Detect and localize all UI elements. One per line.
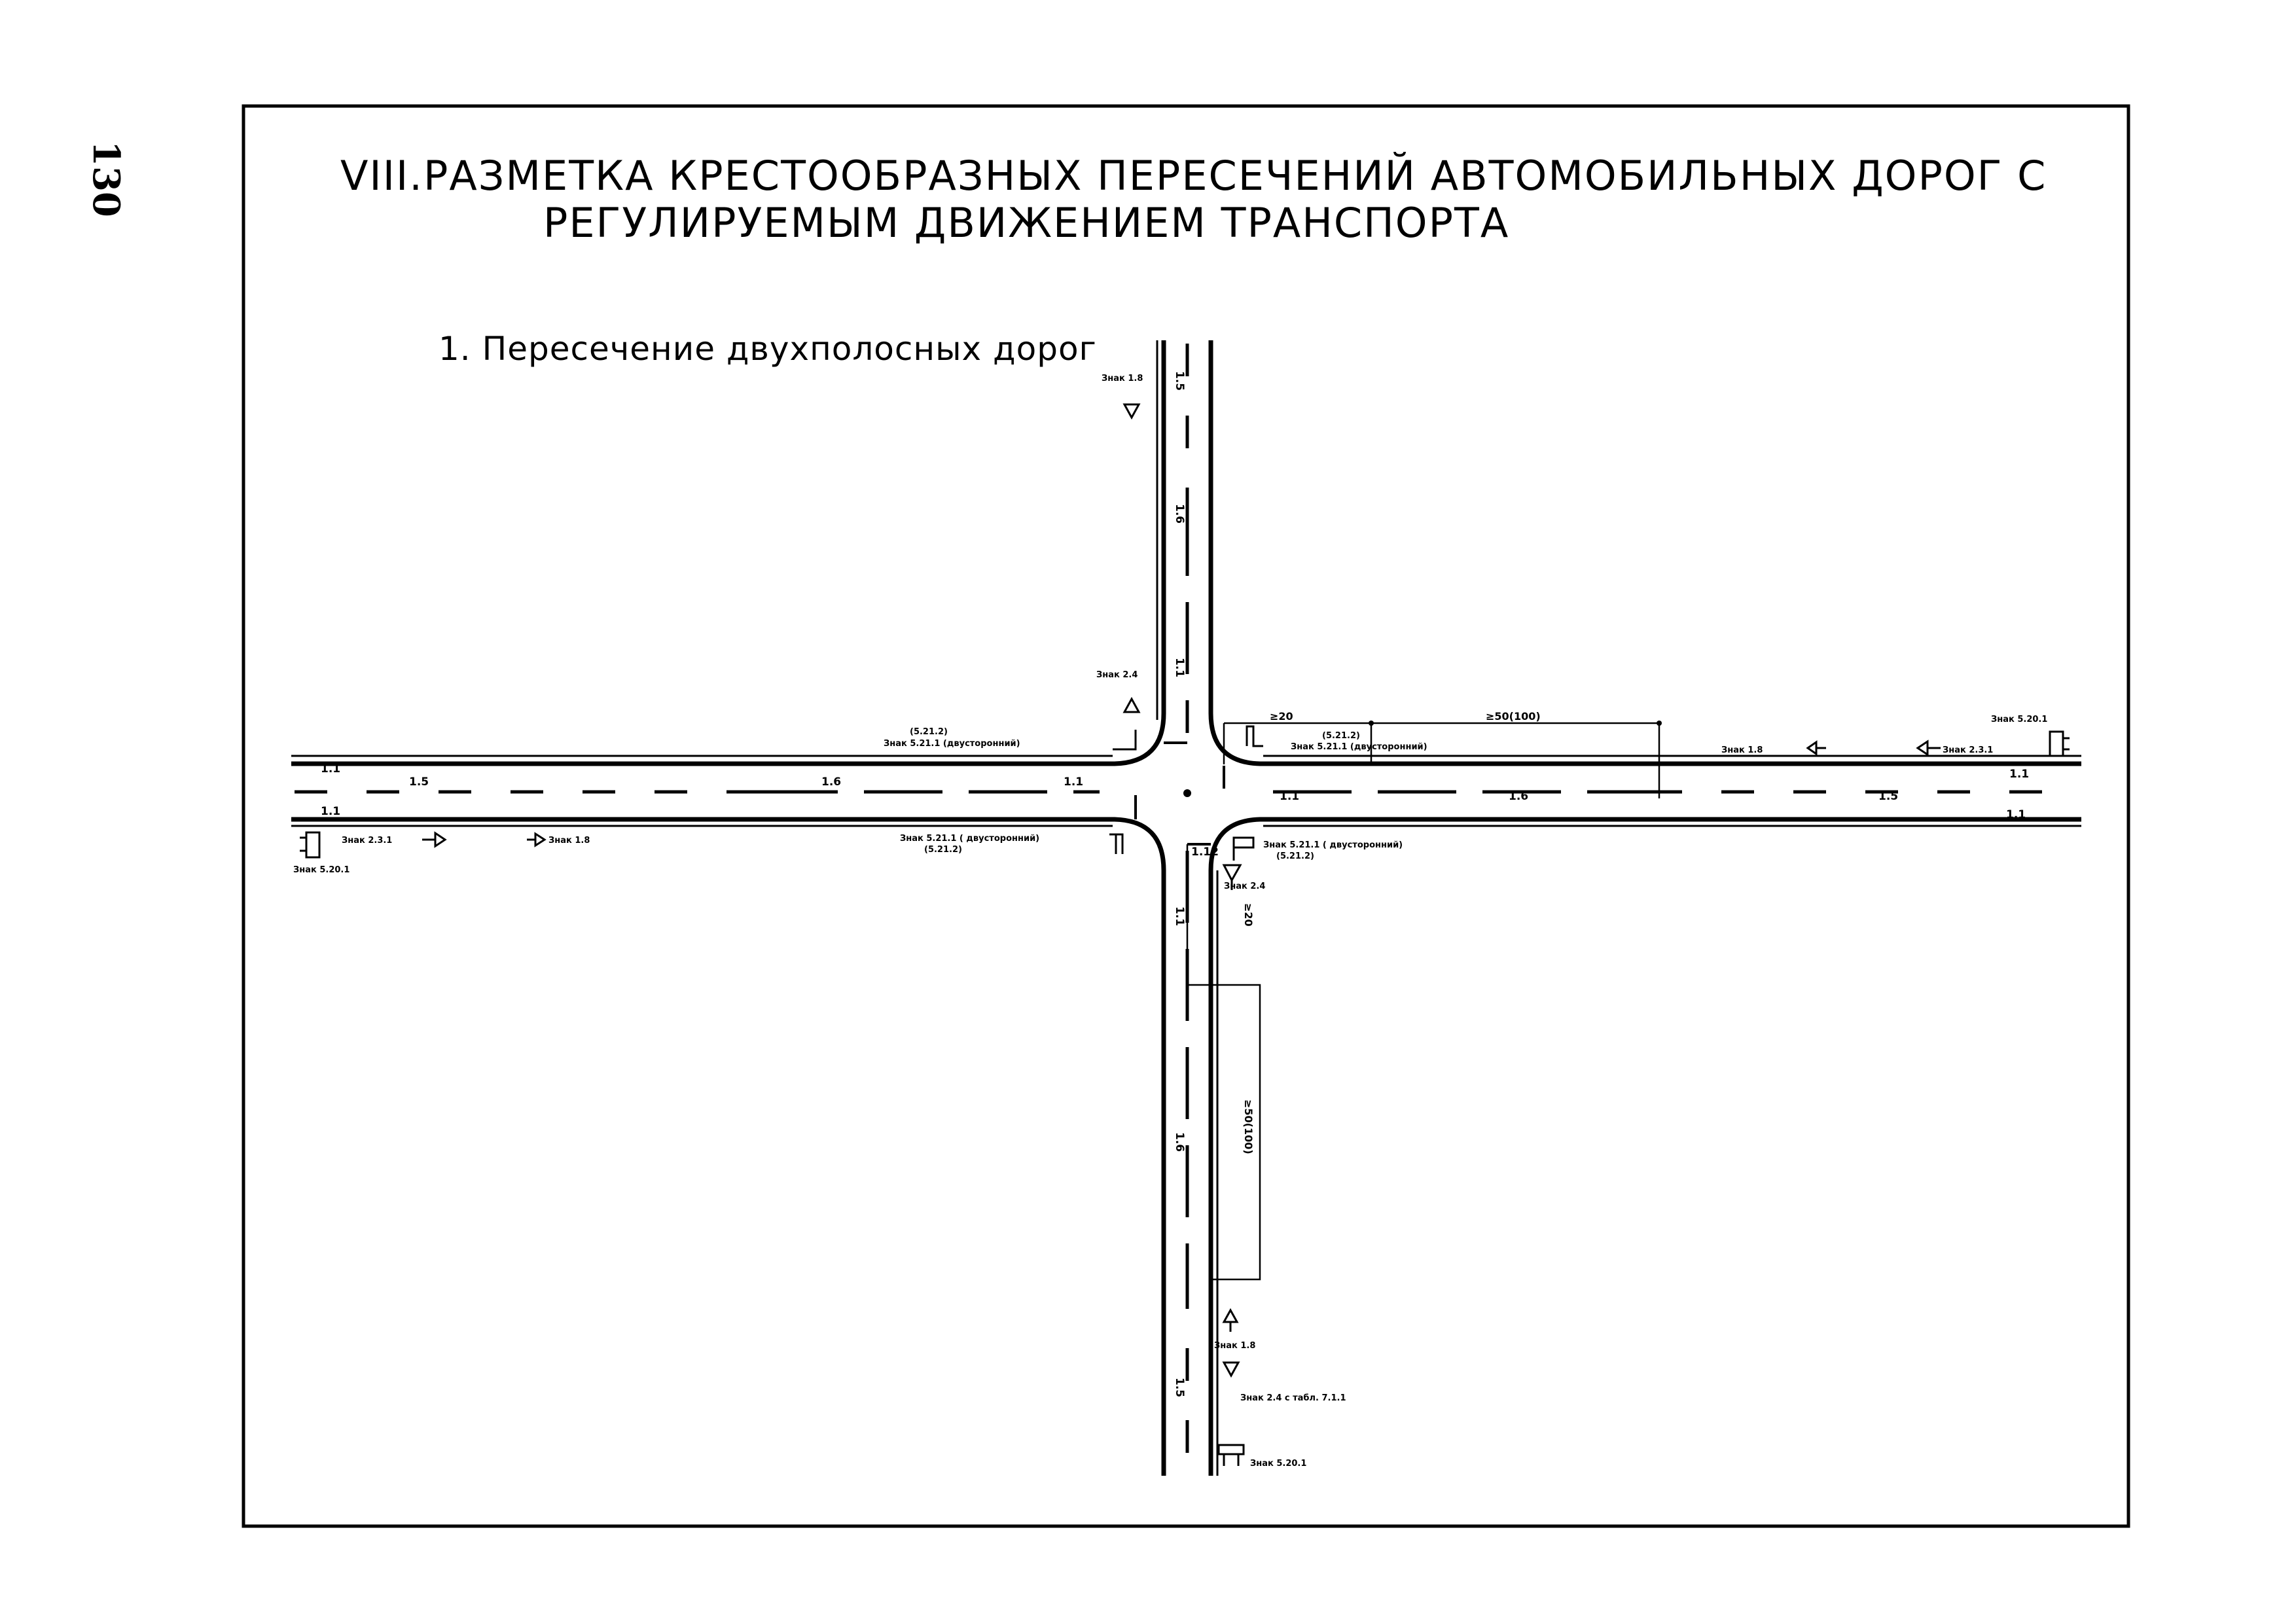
dim-tick-e2 (1657, 721, 1662, 726)
arrow-1-8-east (1806, 740, 1826, 756)
dim-tick-e1 (1369, 721, 1374, 726)
sign-label-west-1-8: Знак 1.8 (548, 836, 590, 846)
mark-1-6-w: 1.6 (821, 776, 841, 789)
mark-1-1-e: 1.1 (1280, 790, 1299, 803)
mark-1-5-e: 1.5 (1878, 790, 1898, 803)
sign-label-west-5-20-1: Знак 5.20.1 (293, 865, 350, 875)
dim-box-east (1223, 722, 1660, 798)
dim-east-20: ≥20 (1270, 710, 1293, 722)
arrow-1-8-west (527, 832, 547, 847)
main-title-line2: РЕГУЛИРУЕМЫМ ДВИЖЕНИЕМ ТРАНСПОРТА (543, 199, 1509, 247)
mark-1-1-s: 1.1 (1173, 906, 1186, 926)
mark-1-1-w2: 1.1 (1064, 776, 1083, 789)
road-edge-se (1208, 817, 2081, 1476)
drawing-frame (242, 104, 2130, 1528)
sign-5-20-1-south (1217, 1444, 1245, 1466)
sign-5-20-1-east (2049, 730, 2070, 757)
sign-label-east-5-20-1: Знак 5.20.1 (1991, 715, 2047, 724)
sign-label-nw-5-21-1: Знак 5.21.1 (двусторонний) (884, 739, 1020, 749)
pole-sign-ne (1246, 725, 1263, 747)
triangle-down-south (1222, 1361, 1240, 1378)
triangle-up-south (1222, 1308, 1239, 1332)
sign-label-west-2-3-1: Знак 2.3.1 (342, 836, 392, 846)
mark-1-6-s: 1.6 (1173, 1132, 1186, 1152)
mark-1-5-n: 1.5 (1173, 371, 1186, 391)
sign-label-north-2-4: Знак 2.4 (1096, 670, 1138, 680)
sign-5-20-1-west (300, 831, 321, 859)
pole-sign-se (1232, 836, 1255, 861)
pole-sign-nw (1113, 730, 1137, 751)
sign-label-ne-5-21-2: (5.21.2) (1322, 731, 1360, 741)
mark-1-1-sw: 1.1 (321, 805, 340, 818)
sign-label-south-5-20-1: Знак 5.20.1 (1250, 1459, 1306, 1469)
triangle-down-se (1222, 864, 1242, 890)
arrow-2-3-1-west (422, 831, 447, 848)
sign-label-east-1-8: Знак 1.8 (1721, 745, 1763, 755)
arrow-2-3-1-east (1916, 740, 1941, 757)
pole-sign-sw (1109, 833, 1124, 854)
main-title-line1: VIII.РАЗМЕТКА КРЕСТООБРАЗНЫХ ПЕРЕСЕЧЕНИЙ… (340, 152, 2047, 200)
section-title: 1. Пересечение двухполосных дорог (439, 330, 1097, 368)
mark-1-12-s: 1.12 (1191, 846, 1219, 859)
sign-label-nw-5-21-2: (5.21.2) (910, 727, 948, 737)
sign-label-se-5-21-1: Знак 5.21.1 ( двусторонний) (1263, 840, 1403, 850)
mark-1-1-se: 1.1 (2006, 808, 2026, 821)
mark-1-6-n: 1.6 (1173, 504, 1186, 524)
sign-label-south-2-4: Знак 2.4 (1224, 882, 1265, 891)
mark-1-6-e: 1.6 (1509, 790, 1528, 803)
road-edge-nw (291, 340, 1166, 766)
road-edge-ne (1208, 340, 2081, 766)
triangle-down-north (1122, 403, 1141, 420)
center-point (1183, 789, 1191, 797)
sign-label-south-1-8: Знак 1.8 (1214, 1341, 1255, 1351)
mark-1-5-w: 1.5 (409, 776, 429, 789)
dim-box-south (1186, 844, 1261, 1281)
mark-1-1-n: 1.1 (1173, 658, 1186, 677)
dim-east-50: ≥50(100) (1486, 710, 1541, 722)
sign-label-sw-5-21-2: (5.21.2) (924, 845, 962, 855)
sign-label-east-2-3-1: Знак 2.3.1 (1943, 745, 1993, 755)
dim-south-20: ≥20 (1242, 903, 1255, 927)
sign-label-sw-5-21-1: Знак 5.21.1 ( двусторонний) (900, 834, 1039, 844)
mark-1-5-s: 1.5 (1173, 1378, 1186, 1397)
triangle-up-north (1122, 696, 1141, 713)
sign-label-ne-5-21-1: Знак 5.21.1 (двусторонний) (1291, 742, 1427, 752)
mark-1-1-nw: 1.1 (321, 762, 340, 776)
sign-label-north-1-8: Знак 1.8 (1102, 374, 1143, 383)
dim-south-50: ≥50(100) (1242, 1099, 1255, 1154)
mark-1-1-ne: 1.1 (2009, 768, 2029, 781)
sign-label-south-2-4-tab: Знак 2.4 с табл. 7.1.1 (1240, 1393, 1346, 1403)
sign-label-se-5-21-2: (5.21.2) (1276, 851, 1314, 861)
road-edge-sw (291, 817, 1166, 1476)
